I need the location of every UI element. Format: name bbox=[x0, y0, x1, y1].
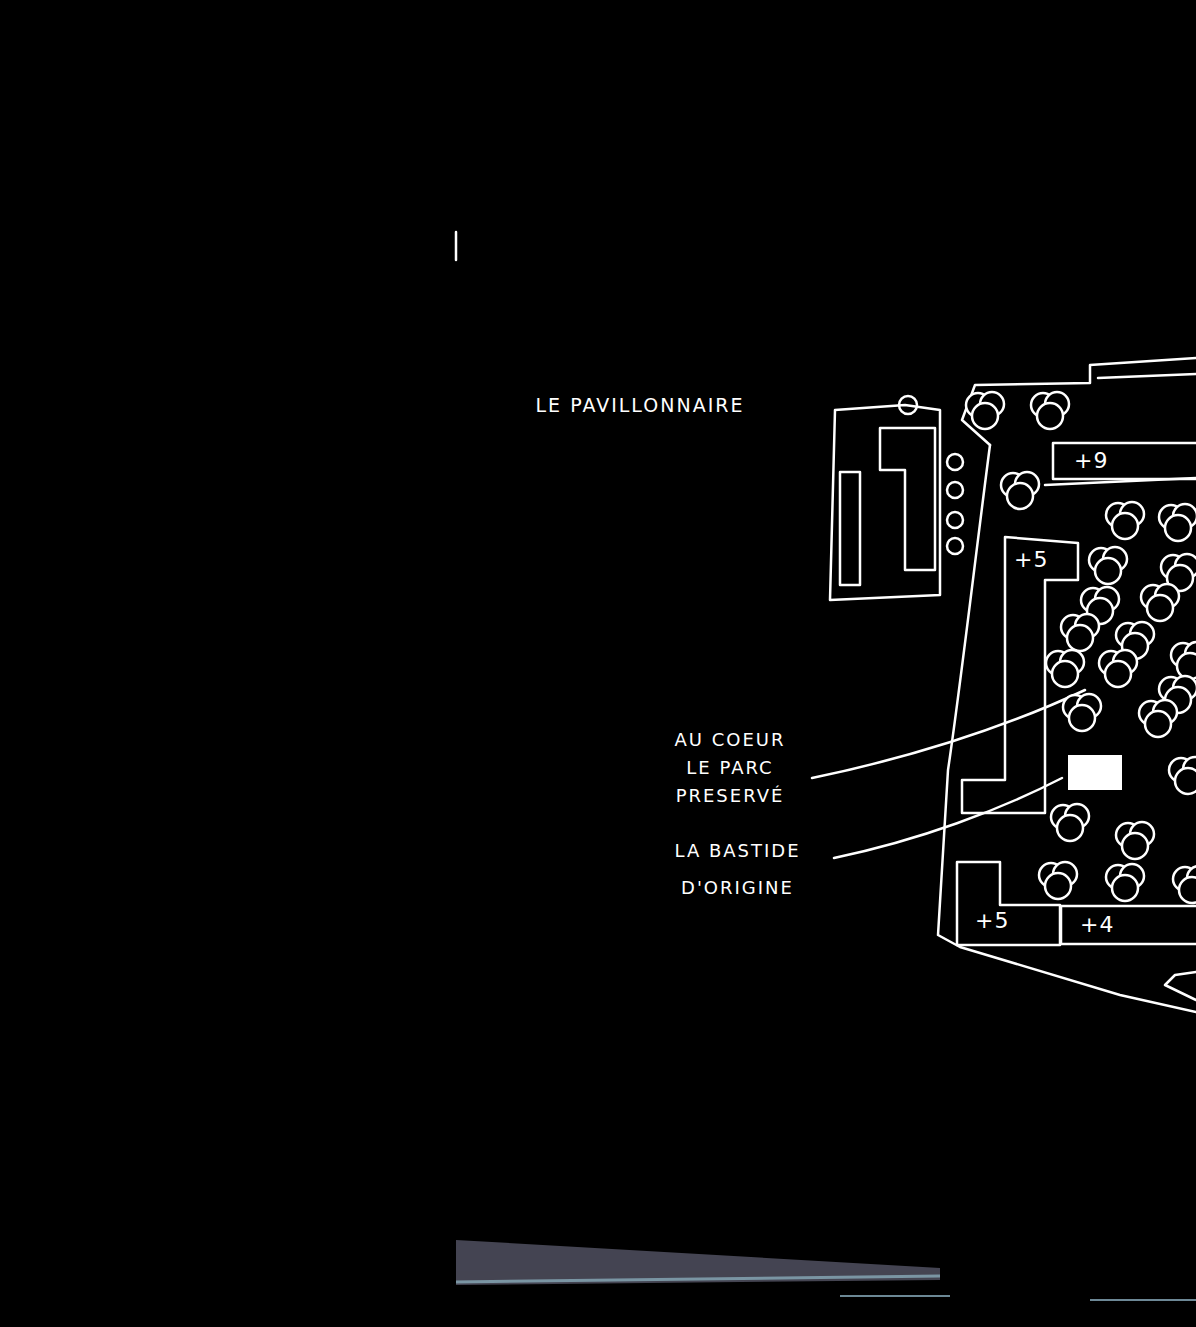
tree-lobe bbox=[1095, 558, 1121, 584]
tree bbox=[1116, 822, 1154, 859]
tree bbox=[1089, 547, 1127, 584]
tree bbox=[1106, 502, 1144, 539]
tree-lobe bbox=[1112, 513, 1138, 539]
tree bbox=[1061, 614, 1099, 651]
tree bbox=[1141, 584, 1179, 621]
house-part bbox=[840, 472, 860, 585]
site-boundary bbox=[962, 358, 1196, 445]
building-fragment bbox=[1165, 972, 1196, 1000]
tree bbox=[1106, 864, 1144, 901]
tree-lobe bbox=[1145, 711, 1171, 737]
building-outline bbox=[960, 535, 1080, 820]
tree bbox=[1169, 757, 1196, 794]
scan-edge bbox=[456, 1240, 940, 1285]
tree bbox=[1031, 392, 1069, 429]
tree-lobe bbox=[1175, 768, 1196, 794]
house-part bbox=[880, 428, 935, 570]
leader-line bbox=[834, 778, 1062, 858]
site-boundary bbox=[1098, 374, 1196, 378]
shrub bbox=[947, 454, 963, 470]
tree bbox=[1039, 862, 1077, 899]
building-footprint: +4 bbox=[1060, 905, 1196, 945]
mark bbox=[455, 232, 458, 260]
storey-count: +9 bbox=[1074, 450, 1108, 472]
tree-lobe bbox=[1057, 815, 1083, 841]
plan-annotation: AU COEUR LE PARC PRESERVÉ bbox=[660, 726, 800, 810]
tree bbox=[1139, 700, 1177, 737]
tree bbox=[1063, 694, 1101, 731]
scan-edge bbox=[840, 1296, 1196, 1300]
tree bbox=[1001, 472, 1039, 509]
tree bbox=[1046, 650, 1084, 687]
tree-lobe bbox=[1069, 705, 1095, 731]
tree-lobe bbox=[1037, 403, 1063, 429]
tree bbox=[1159, 504, 1196, 541]
building-footprint: +9 bbox=[1052, 442, 1196, 480]
tree-lobe bbox=[1179, 877, 1196, 903]
tree bbox=[1173, 866, 1196, 903]
tree bbox=[966, 392, 1004, 429]
tree-lobe bbox=[1045, 873, 1071, 899]
tree-lobe bbox=[1105, 661, 1131, 687]
tree-lobe bbox=[972, 403, 998, 429]
outline-path bbox=[1061, 906, 1196, 944]
storey-count: +4 bbox=[1080, 914, 1114, 936]
tree bbox=[1171, 642, 1196, 679]
tree-lobe bbox=[1122, 833, 1148, 859]
tree-lobe bbox=[1147, 595, 1173, 621]
tree-lobe bbox=[1112, 875, 1138, 901]
building-footprint: +5 bbox=[960, 535, 1080, 820]
shrub bbox=[947, 538, 963, 554]
tree-lobe bbox=[1007, 483, 1033, 509]
tree-lobe bbox=[1165, 515, 1191, 541]
shrub bbox=[947, 512, 963, 528]
scan-edge bbox=[456, 1276, 940, 1282]
plan-annotation: LE PAVILLONNAIRE bbox=[535, 385, 745, 425]
bastide-building bbox=[1068, 755, 1122, 790]
outline-path bbox=[962, 537, 1078, 813]
building-outline bbox=[1052, 442, 1196, 480]
storey-count: +5 bbox=[975, 910, 1009, 932]
tree bbox=[1099, 650, 1137, 687]
plan-annotation: LA BASTIDE D'ORIGINE bbox=[655, 832, 820, 906]
outline-path bbox=[957, 862, 1060, 945]
site-boundary bbox=[938, 445, 1196, 1012]
building-footprint: +5 bbox=[955, 860, 1060, 945]
outline-path bbox=[1053, 443, 1196, 479]
tree bbox=[1051, 804, 1089, 841]
tree-lobe bbox=[1052, 661, 1078, 687]
tree-lobe bbox=[1067, 625, 1093, 651]
house-outline bbox=[830, 405, 940, 600]
tree bbox=[899, 396, 917, 414]
storey-count: +5 bbox=[1014, 549, 1048, 571]
shrub bbox=[947, 482, 963, 498]
building-outline bbox=[955, 860, 1060, 945]
